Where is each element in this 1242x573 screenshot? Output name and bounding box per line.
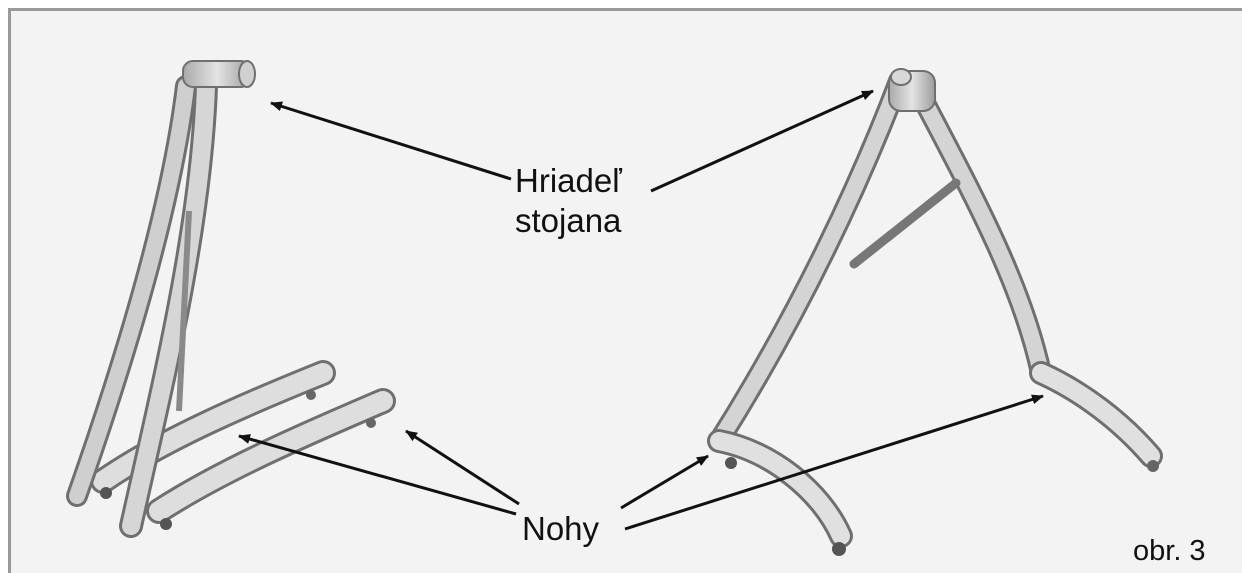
figure-panel: Hriadeľ stojana Nohy obr. 3 (8, 8, 1242, 573)
arrow-leg-1 (238, 434, 517, 516)
figure-number: obr. 3 (1133, 535, 1206, 567)
right-foot-left (707, 429, 853, 548)
open-stand (707, 68, 1163, 556)
legs-label: Nohy (522, 510, 600, 547)
arrow-shaft-right (650, 89, 874, 193)
arrow-shaft-left (270, 101, 512, 181)
shaft-label-line1: Hriadeľ (515, 162, 622, 199)
arrow-leg-3 (620, 454, 709, 510)
arrow-leg-2 (405, 429, 520, 506)
arrow-leg-4 (624, 394, 1044, 531)
stand-illustration (66, 60, 1163, 556)
shaft-label: Hriadeľ stojana (515, 161, 622, 241)
shaft-label-line2: stojana (515, 202, 622, 239)
cross-brace (849, 178, 961, 269)
callout-arrows (238, 89, 1044, 531)
folded-stand (66, 60, 396, 538)
